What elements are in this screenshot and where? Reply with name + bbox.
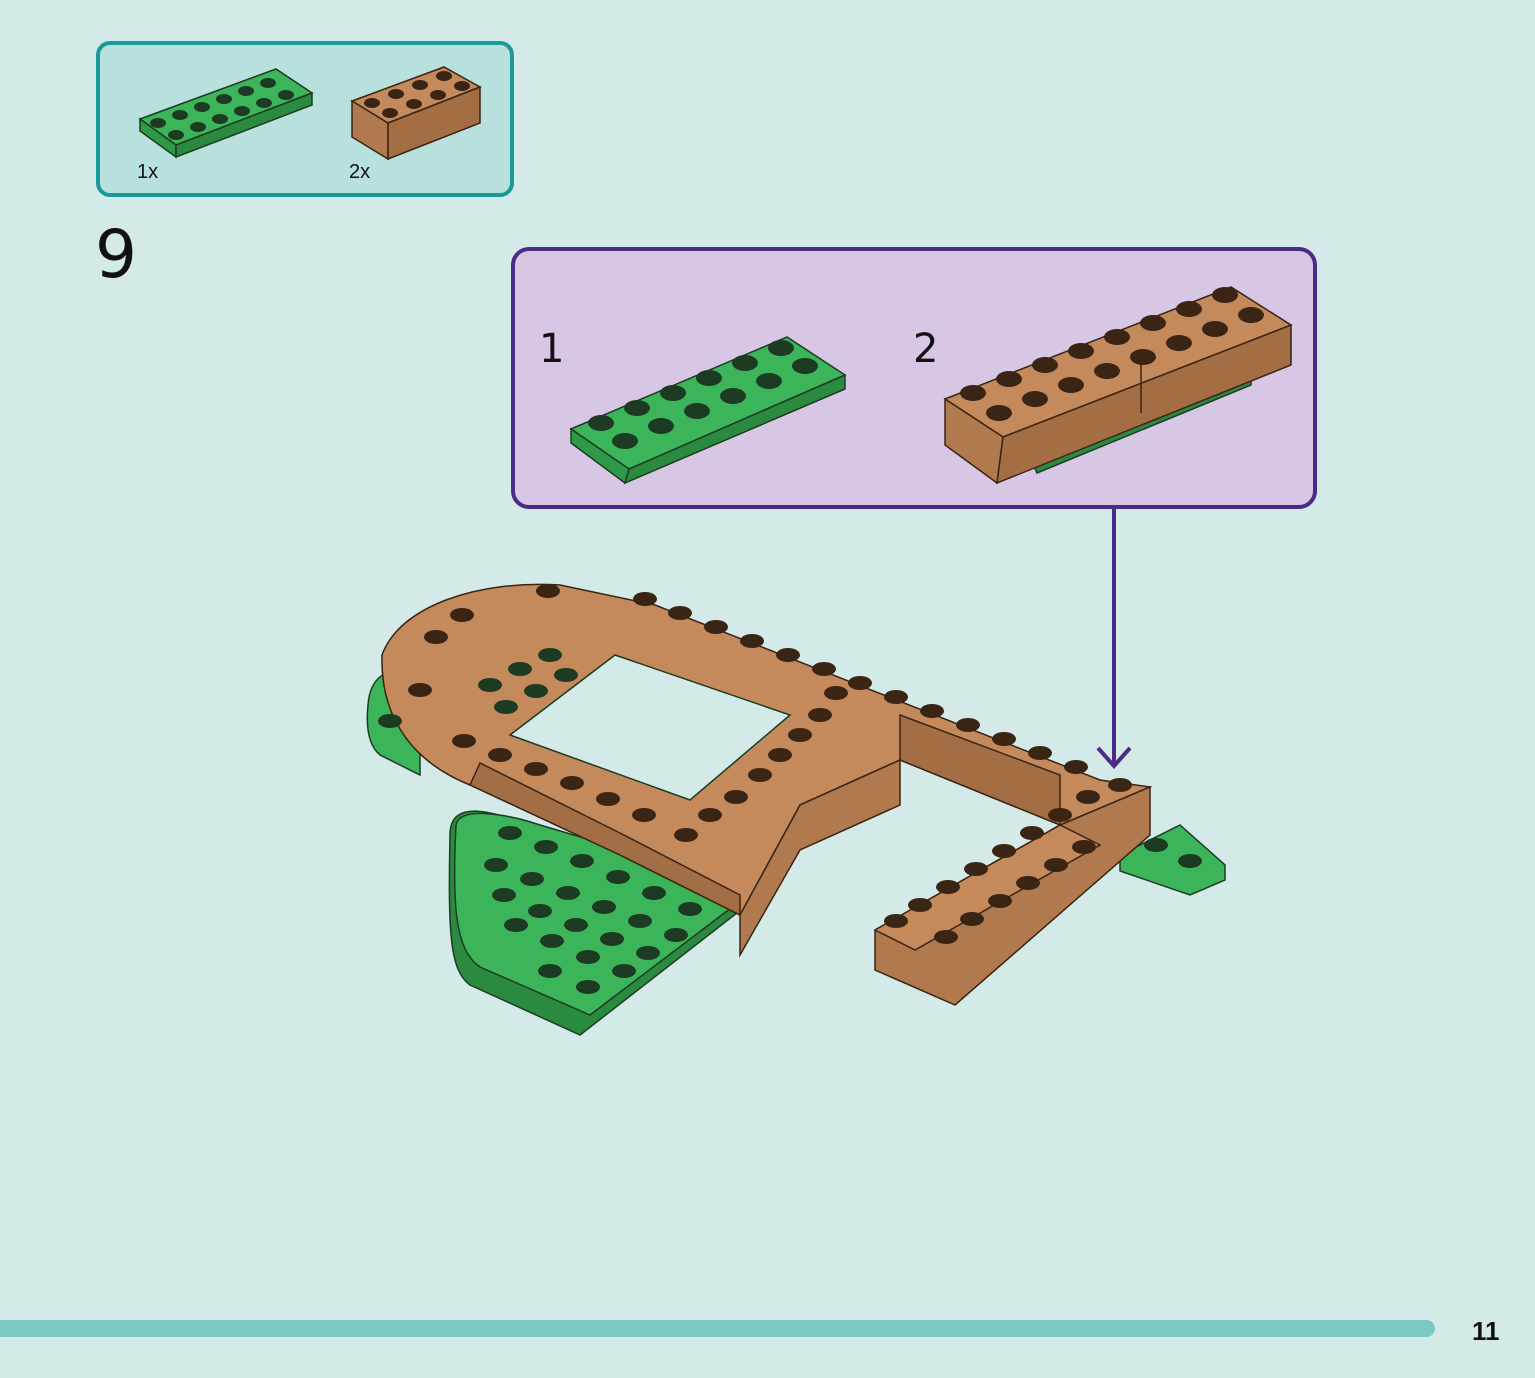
- stacked-bricks-icon: [943, 286, 1293, 485]
- brown-brick-2x4-icon: [350, 66, 482, 161]
- part-quantity: 2x: [349, 161, 371, 183]
- page-number: 11: [1472, 1316, 1500, 1346]
- green-plate-icon: [569, 336, 847, 485]
- progress-bar: [0, 1320, 1435, 1337]
- part-quantity: 1x: [137, 161, 159, 183]
- parts-list: 1x 2x: [96, 41, 514, 197]
- main-model-illustration: [366, 583, 1226, 1036]
- step-number: 9: [95, 216, 137, 293]
- sub-step-number: 1: [539, 326, 565, 372]
- green-plate-2x6-icon: [138, 68, 314, 159]
- sub-assembly-callout: 1 2: [511, 247, 1317, 509]
- sub-step-number: 2: [913, 326, 939, 372]
